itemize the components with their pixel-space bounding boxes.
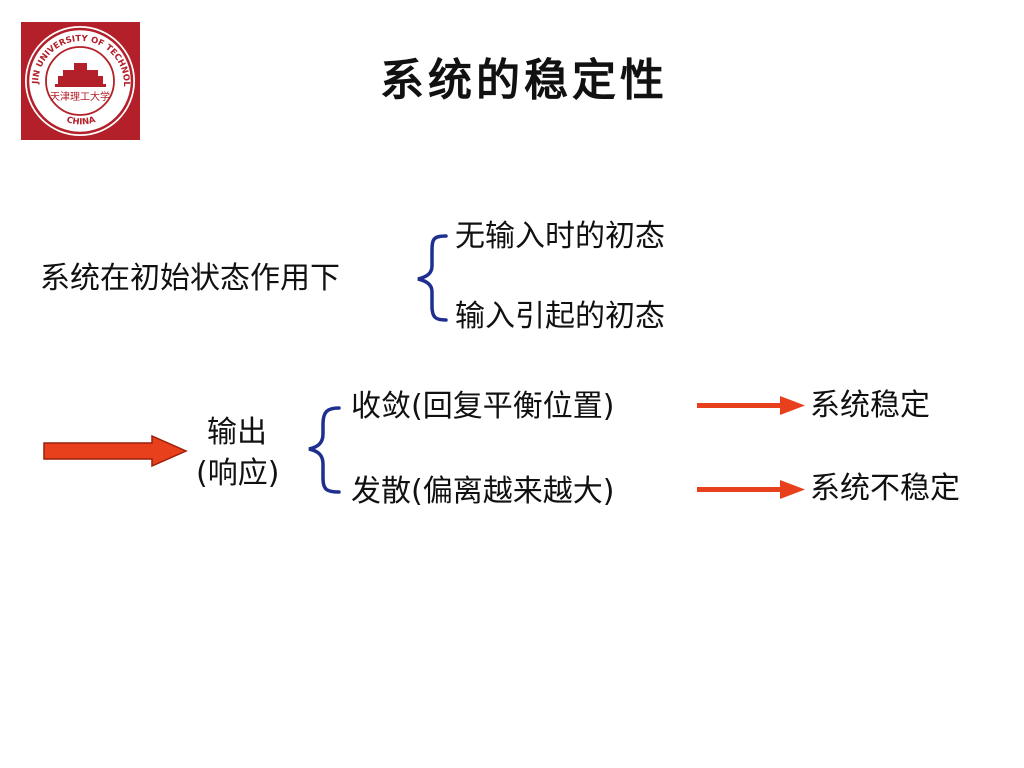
slide-title: 系统的稳定性 xyxy=(380,55,668,106)
building-icon xyxy=(55,63,106,87)
condition-branch-input: 输入引起的初态 xyxy=(455,299,665,334)
converge-label: 收敛(回复平衡位置) xyxy=(351,389,615,424)
output-label: 输出 xyxy=(207,415,267,450)
condition-label: 系统在初始状态作用下 xyxy=(40,261,340,296)
logo-ring-text-bottom: CHINA xyxy=(65,115,97,127)
brace-condition xyxy=(417,234,448,322)
response-label: (响应) xyxy=(196,456,280,491)
result-stable: 系统稳定 xyxy=(810,388,930,423)
university-logo: TIANJIN UNIVERSITY OF TECHNOLOGY CHINA 天… xyxy=(21,22,140,140)
arrow-to-stable-icon xyxy=(697,396,805,415)
input-arrow-icon xyxy=(43,434,188,468)
arrow-to-unstable-icon xyxy=(697,480,805,499)
logo-center-text: 天津理工大学 xyxy=(50,90,110,103)
diverge-label: 发散(偏离越来越大) xyxy=(351,474,615,509)
condition-branch-no-input: 无输入时的初态 xyxy=(455,219,665,254)
svg-text:CHINA: CHINA xyxy=(65,115,97,127)
result-unstable: 系统不稳定 xyxy=(810,471,960,506)
brace-response xyxy=(308,406,341,494)
